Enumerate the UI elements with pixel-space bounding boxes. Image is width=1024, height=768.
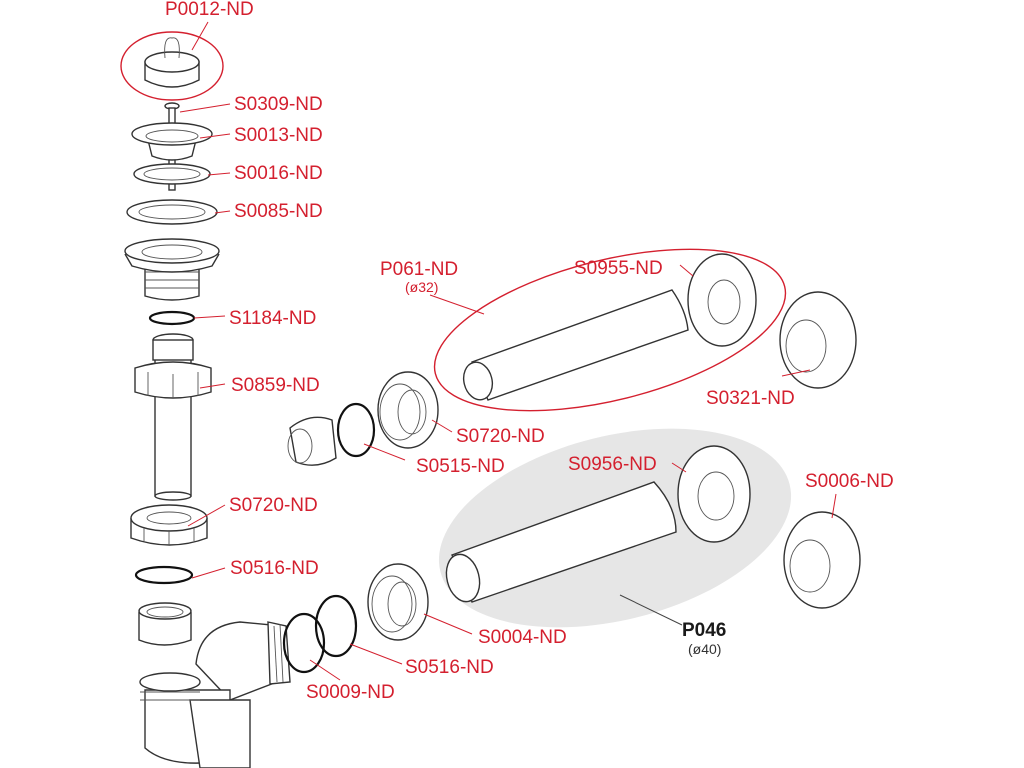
label-p046-diameter: (ø40) (688, 641, 722, 657)
rosette-s0955 (687, 253, 757, 347)
label-s0006: S0006-ND (805, 471, 894, 492)
label-s0009: S0009-ND (306, 682, 395, 703)
ring-s0515 (336, 402, 376, 458)
label-p061-diameter: (ø32) (405, 279, 439, 295)
rosette-s0956 (677, 445, 751, 543)
tube-p061 (462, 289, 689, 401)
label-s1184: S1184-ND (229, 308, 317, 329)
ring-s0516-bottom (314, 594, 358, 658)
label-p061: P061-ND (380, 259, 459, 280)
label-s0085: S0085-ND (234, 201, 323, 222)
cap-s0006 (783, 511, 861, 609)
nut-s0720-mid (377, 371, 439, 449)
plug-part (144, 37, 200, 88)
cap-s0321 (779, 291, 857, 389)
p061-outline (433, 248, 787, 412)
reducer-part (138, 602, 192, 646)
label-s0309: S0309-ND (234, 94, 323, 115)
grate-part (131, 122, 213, 161)
adapter-part (287, 416, 337, 466)
leader-lines (179, 21, 837, 681)
label-s0321: S0321-ND (706, 388, 795, 409)
nut-s0720-left (130, 504, 208, 546)
nut-s0004 (367, 563, 429, 641)
label-s0013: S0013-ND (234, 125, 323, 146)
label-s0720-left: S0720-ND (229, 495, 318, 516)
label-s0004: S0004-ND (478, 627, 567, 648)
washer-s0016 (133, 163, 211, 185)
ring-s1184 (148, 310, 196, 326)
label-s0955: S0955-ND (574, 258, 663, 279)
vertical-tube (134, 333, 212, 501)
label-s0016: S0016-ND (234, 163, 323, 184)
label-s0516-bottom: S0516-ND (405, 657, 494, 678)
siphon-trap (139, 621, 291, 768)
outlet-body (124, 238, 220, 301)
label-s0859: S0859-ND (231, 375, 320, 396)
ring-s0516-left (134, 565, 194, 585)
ring-s0009 (282, 612, 326, 674)
tube-p046 (445, 481, 677, 603)
gasket-s0085 (126, 199, 218, 225)
label-s0720-mid: S0720-ND (456, 426, 545, 447)
label-s0516-left: S0516-ND (230, 558, 319, 579)
label-s0956: S0956-ND (568, 454, 657, 475)
label-p046: P046 (682, 620, 727, 641)
p0012-outline (120, 31, 224, 101)
label-p0012: P0012-ND (165, 0, 254, 20)
label-s0515: S0515-ND (416, 456, 505, 477)
